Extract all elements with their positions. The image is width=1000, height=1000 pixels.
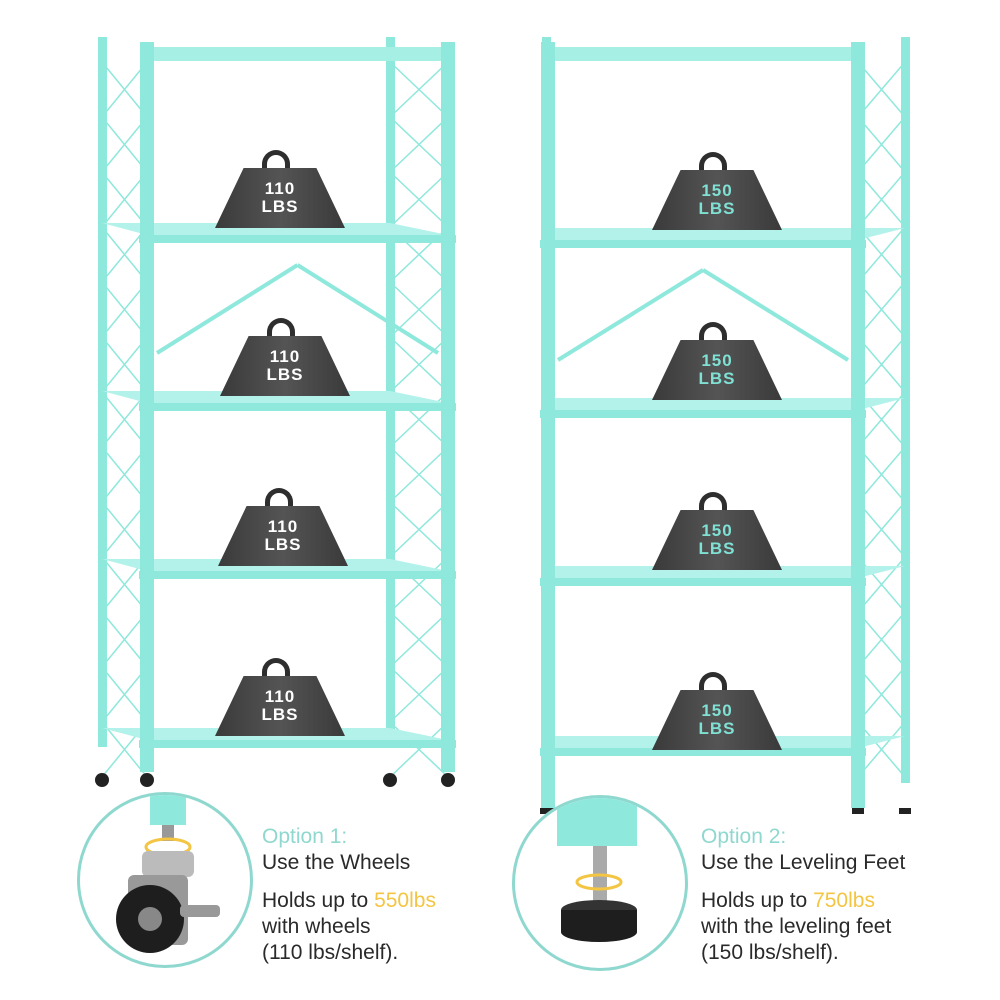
shelf bbox=[546, 566, 905, 578]
option-title: Use the Wheels bbox=[262, 851, 411, 874]
foot bbox=[852, 808, 864, 814]
back-post bbox=[98, 37, 107, 747]
weight-value: 110 bbox=[264, 687, 296, 706]
leveling-foot-detail-circle bbox=[512, 795, 688, 971]
weight-value: 150 bbox=[701, 351, 733, 370]
capacity-prefix: Holds up to bbox=[262, 889, 375, 912]
wheel bbox=[383, 773, 397, 787]
front-post bbox=[441, 42, 455, 772]
back-post bbox=[901, 37, 910, 783]
weight-value: 150 bbox=[701, 181, 733, 200]
shelf bbox=[546, 398, 905, 410]
option-label: Option 2: bbox=[701, 825, 787, 848]
weight-value: 150 bbox=[701, 701, 733, 720]
option2-caption: Option 2: Use the Leveling Feet Holds up… bbox=[701, 824, 905, 966]
left-rack-with-wheels bbox=[95, 37, 456, 787]
front-post bbox=[851, 42, 865, 808]
weight-value: 110 bbox=[267, 517, 299, 536]
weight-value: 110 bbox=[264, 179, 296, 198]
weight-unit: LBS bbox=[698, 719, 736, 738]
weight-value: 110 bbox=[269, 347, 301, 366]
option-title: Use the Leveling Feet bbox=[701, 851, 906, 874]
capacity-detail: with the leveling feet bbox=[701, 915, 892, 938]
shelf bbox=[102, 223, 448, 235]
weight-unit: LBS bbox=[698, 539, 736, 558]
weight-value: 150 bbox=[701, 521, 733, 540]
weight-unit: LBS bbox=[698, 199, 736, 218]
wheel bbox=[441, 773, 455, 787]
front-post bbox=[541, 42, 555, 808]
caster-wheel-icon bbox=[116, 795, 220, 953]
option1-caption: Option 1: Use the Wheels Holds up to 550… bbox=[262, 824, 436, 966]
capacity-value: 750lbs bbox=[813, 889, 875, 912]
weight-unit: LBS bbox=[266, 365, 304, 384]
capacity-prefix: Holds up to bbox=[701, 889, 814, 912]
per-shelf-capacity: (150 lbs/shelf). bbox=[701, 941, 839, 964]
weight-unit: LBS bbox=[264, 535, 302, 554]
top-shelf bbox=[147, 47, 448, 61]
wheel bbox=[95, 773, 109, 787]
front-post bbox=[140, 42, 154, 772]
wheel bbox=[140, 773, 154, 787]
capacity-detail: with wheels bbox=[262, 915, 371, 938]
wheel-detail-circle bbox=[77, 792, 253, 968]
foot bbox=[540, 808, 552, 814]
per-shelf-capacity: (110 lbs/shelf). bbox=[262, 941, 399, 964]
capacity-line: Holds up to 750lbs bbox=[701, 888, 905, 914]
top-shelf bbox=[548, 47, 858, 61]
weight-unit: LBS bbox=[261, 705, 299, 724]
weight-unit: LBS bbox=[698, 369, 736, 388]
shelf bbox=[546, 228, 905, 240]
leveling-foot-icon bbox=[557, 798, 637, 942]
weight-unit: LBS bbox=[261, 197, 299, 216]
foot bbox=[899, 808, 911, 814]
shelf bbox=[102, 391, 448, 403]
option-label: Option 1: bbox=[262, 825, 348, 848]
capacity-line: Holds up to 550lbs bbox=[262, 888, 436, 914]
capacity-value: 550lbs bbox=[374, 889, 436, 912]
right-rack-with-feet bbox=[540, 37, 911, 814]
